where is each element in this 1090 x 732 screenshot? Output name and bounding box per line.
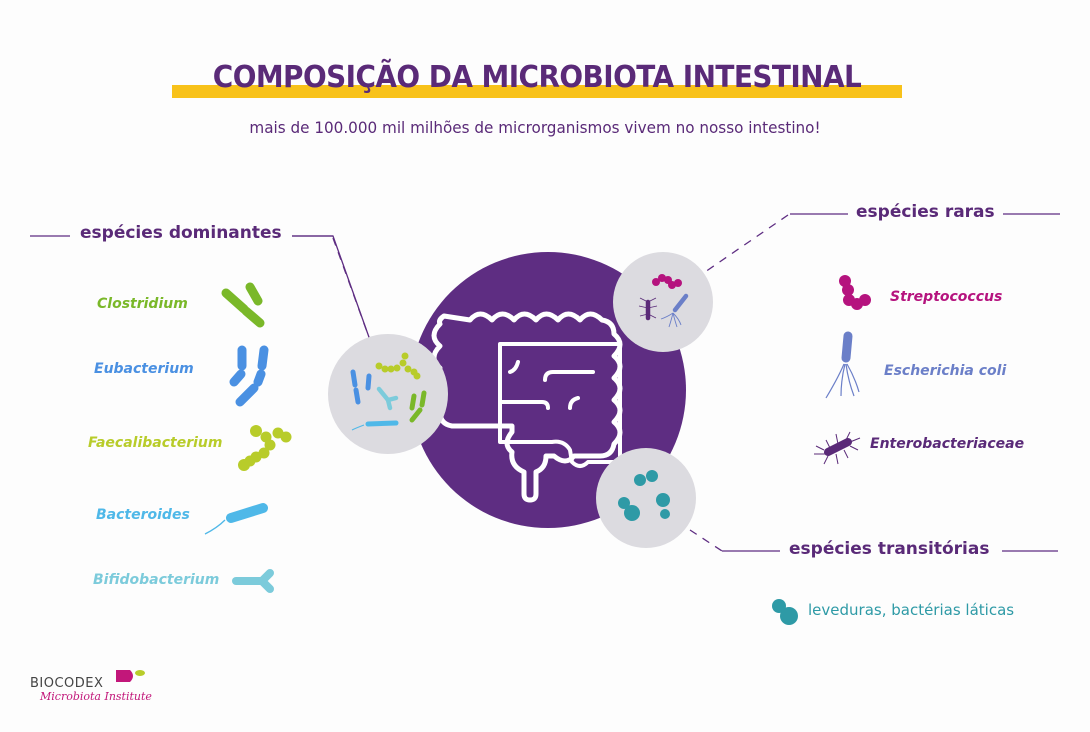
- yeast-cluster-icon: [618, 470, 670, 521]
- species-enterobacteriaceae: Enterobacteriaceae: [870, 436, 1025, 452]
- rare-species-circle: [613, 252, 713, 352]
- species-eubacterium: Eubacterium: [94, 361, 194, 377]
- page-title: COMPOSIÇÃO DA MICROBIOTA INTESTINAL: [212, 60, 862, 95]
- logo-mark-icon: [116, 670, 145, 682]
- biocodex-logo: BIOCODEX Microbiota Institute: [30, 666, 160, 706]
- rod-chain-icon: [229, 345, 269, 407]
- flagellated-rod-icon: [204, 503, 268, 535]
- dominant-species-circle: [328, 334, 448, 454]
- cocci-chain-icon: [238, 425, 292, 471]
- enterobacteriaceae-icon: [814, 431, 861, 465]
- y-shaped-rod-icon: [232, 569, 274, 593]
- rod-pair-icon: [221, 282, 265, 328]
- rare-mix-icon: [638, 274, 689, 328]
- logo-tagline: Microbiota Institute: [40, 690, 152, 703]
- species-streptococcus: Streptococcus: [890, 289, 1003, 305]
- title-block: COMPOSIÇÃO DA MICROBIOTA INTESTINAL: [172, 58, 902, 102]
- transient-item-label: leveduras, bactérias láticas: [808, 601, 1015, 619]
- escherichia-coli-icon: [825, 331, 860, 399]
- budding-yeast-icon: [772, 599, 798, 625]
- heading-dominant-species: espécies dominantes: [72, 223, 290, 243]
- logo-brand: BIOCODEX: [30, 676, 104, 691]
- title-highlight: [172, 85, 902, 98]
- dominant-mix-icon: [350, 352, 427, 431]
- transient-species-circle: [596, 448, 696, 548]
- heading-transient-species: espécies transitórias: [781, 539, 998, 559]
- species-bifidobacterium: Bifidobacterium: [93, 572, 220, 588]
- heading-rare-species: espécies raras: [848, 202, 1003, 222]
- page-subtitle: mais de 100.000 mil milhões de microrgan…: [249, 118, 821, 137]
- species-faecalibacterium: Faecalibacterium: [88, 435, 223, 451]
- species-escherichia-coli: Escherichia coli: [884, 363, 1007, 379]
- species-bacteroides: Bacteroides: [96, 507, 190, 523]
- species-clostridium: Clostridium: [97, 296, 188, 312]
- streptococcus-icon: [839, 275, 871, 310]
